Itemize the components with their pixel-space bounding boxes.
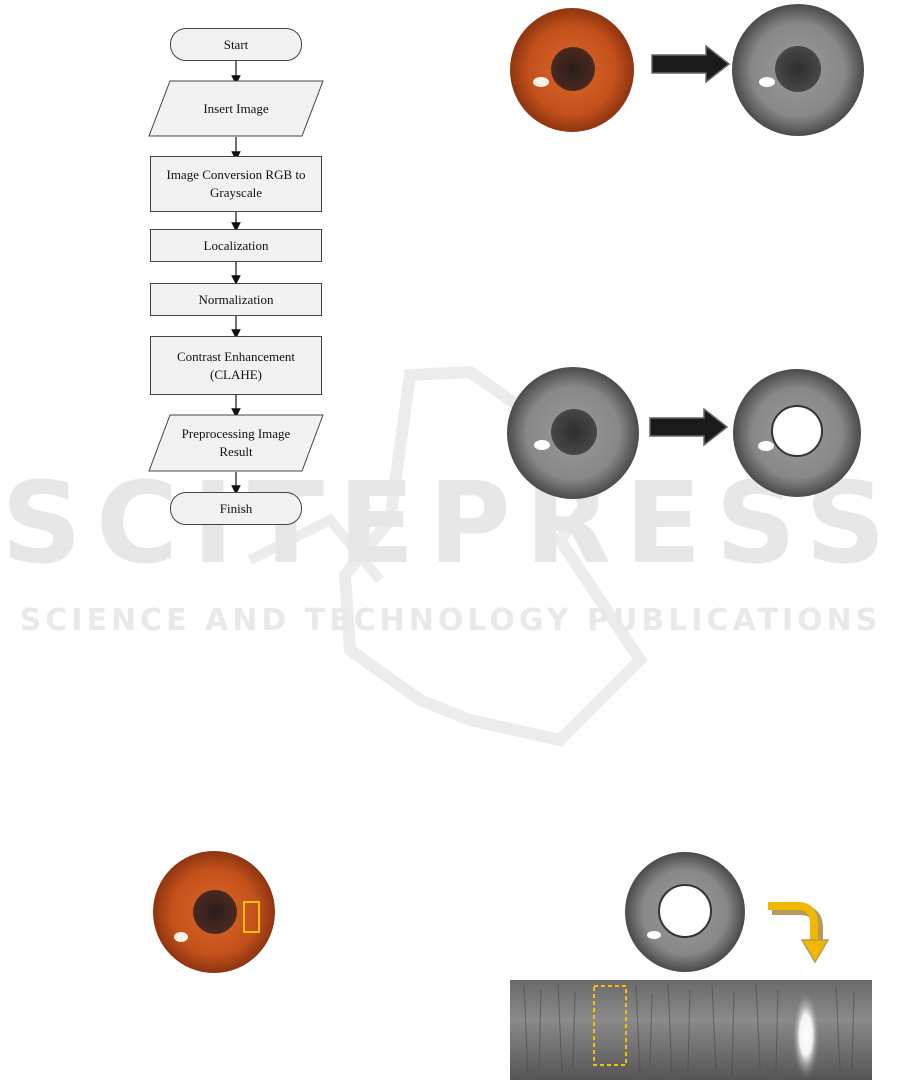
arrow-right-icon <box>650 409 727 445</box>
normalized-iris-strip <box>510 980 872 1080</box>
eye-localized-second <box>625 852 745 972</box>
eye-orange-original <box>510 8 634 132</box>
curved-arrow-down-icon <box>768 906 828 962</box>
arrow-right-icon <box>652 46 729 82</box>
eye-orange-roi <box>153 851 275 973</box>
eye-localized <box>733 369 861 497</box>
eye-grayscale-second <box>507 367 639 499</box>
eye-grayscale <box>732 4 864 136</box>
